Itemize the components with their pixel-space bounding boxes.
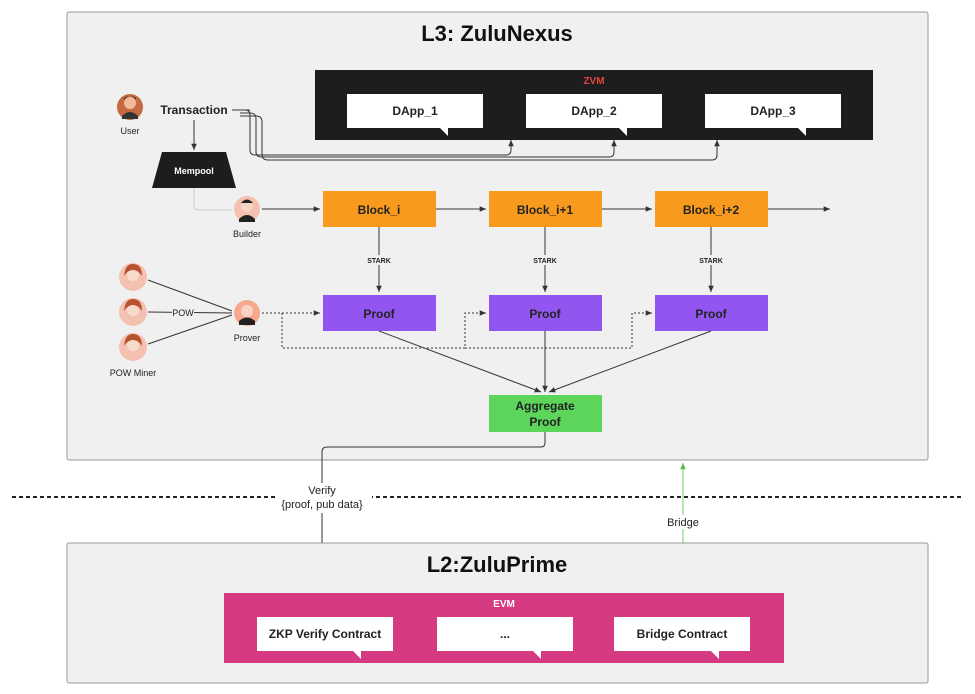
stark-label-3: STARK: [699, 258, 723, 265]
mempool-label: Mempool: [174, 166, 214, 176]
dapp-1-label: DApp_1: [392, 104, 438, 118]
mempool-shape: [152, 152, 236, 188]
zvm-label: ZVM: [583, 76, 604, 87]
dapp-1: DApp_1: [347, 94, 483, 136]
block-i: Block_i: [323, 191, 436, 227]
block-i-plus-1: Block_i+1: [489, 191, 602, 227]
bridge-label: Bridge: [667, 517, 699, 529]
pow-label: POW: [172, 308, 194, 318]
prover-label: Prover: [234, 333, 261, 343]
proof-1: Proof: [323, 295, 436, 331]
proof-2: Proof: [489, 295, 602, 331]
aggregate-proof: Aggregate Proof: [489, 395, 602, 432]
prover-dotted-lines: [262, 310, 652, 349]
transaction-lines: [232, 109, 720, 161]
evm-label: EVM: [493, 599, 515, 610]
verify-arrow: [319, 432, 546, 590]
aggregate-line1: Aggregate: [515, 399, 575, 413]
verify-label: Verify: [308, 485, 336, 497]
user-label: User: [120, 126, 139, 136]
dapp-3: DApp_3: [705, 94, 841, 136]
user-avatar: [117, 94, 143, 120]
dapp-2-label: DApp_2: [571, 104, 617, 118]
pow-miner-avatar-3: [119, 333, 147, 361]
prover-avatar: [234, 300, 260, 326]
aggregate-line2: Proof: [529, 415, 561, 429]
l3-title: L3: ZuluNexus: [421, 21, 573, 46]
ellipsis-contract: ...: [437, 617, 573, 659]
proof-2-label: Proof: [529, 307, 561, 321]
proof-3: Proof: [655, 295, 768, 331]
dapp-3-label: DApp_3: [750, 104, 796, 118]
proof-1-label: Proof: [363, 307, 395, 321]
builder-avatar: [234, 196, 260, 222]
bridge-contract-label: Bridge Contract: [637, 627, 728, 641]
block-i-plus-1-label: Block_i+1: [517, 203, 574, 217]
transaction-label: Transaction: [160, 103, 227, 117]
proof-3-label: Proof: [695, 307, 727, 321]
zkp-verify-contract-label: ZKP Verify Contract: [269, 627, 381, 641]
verify-sublabel: {proof, pub data}: [281, 499, 363, 511]
l2-title: L2:ZuluPrime: [427, 552, 568, 577]
proof-to-aggregate-arrows: [378, 330, 712, 393]
mempool-to-builder-line: [193, 188, 232, 211]
pow-miner-label: POW Miner: [110, 368, 157, 378]
block-i-label: Block_i: [358, 203, 401, 217]
block-i-plus-2: Block_i+2: [655, 191, 768, 227]
ellipsis-contract-label: ...: [500, 627, 510, 641]
builder-label: Builder: [233, 229, 261, 239]
stark-label-2: STARK: [533, 258, 557, 265]
block-i-plus-2-label: Block_i+2: [683, 203, 740, 217]
bridge-contract: Bridge Contract: [614, 617, 750, 659]
pow-miner-avatar-1: [119, 263, 147, 291]
dapp-2: DApp_2: [526, 94, 662, 136]
zkp-verify-contract: ZKP Verify Contract: [257, 617, 393, 659]
stark-label-1: STARK: [367, 258, 391, 265]
pow-miner-avatar-2: [119, 298, 147, 326]
